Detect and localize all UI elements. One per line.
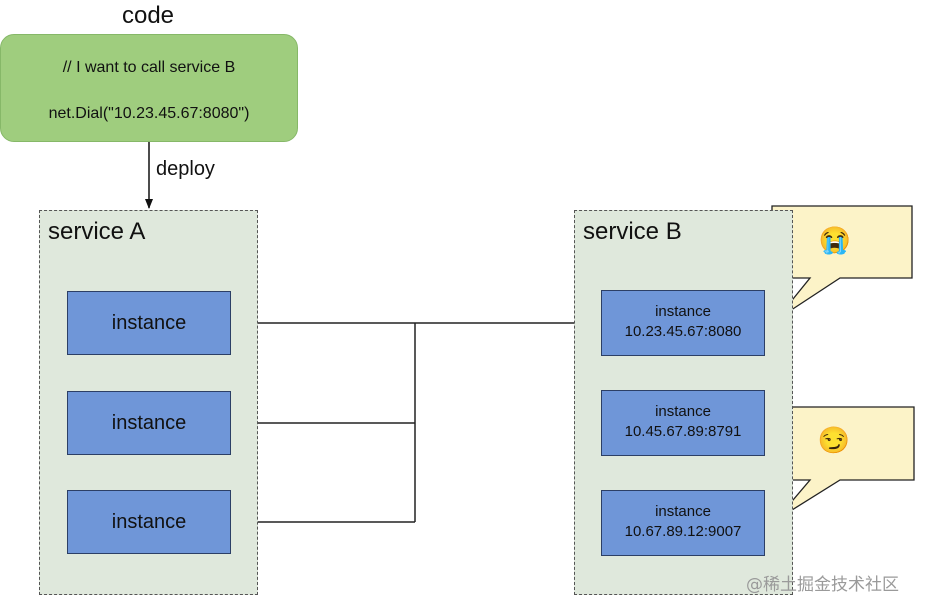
callout-bubble-1 xyxy=(771,205,913,321)
service-b-instance-3: instance 10.67.89.12:9007 xyxy=(601,490,765,556)
service-b-label: service B xyxy=(583,218,682,245)
service-b-instance-1: instance 10.23.45.67:8080 xyxy=(601,290,765,356)
code-box: // I want to call service B net.Dial("10… xyxy=(0,34,298,142)
instance-label: instance xyxy=(655,403,711,420)
instance-label: instance xyxy=(655,303,711,320)
code-comment-line: // I want to call service B xyxy=(62,59,236,76)
instance-address: 10.45.67.89:8791 xyxy=(624,423,742,440)
service-a-instance-2: instance xyxy=(67,391,231,455)
watermark: @稀土掘金技术社区 xyxy=(746,575,899,595)
service-b-instance-2: instance 10.45.67.89:8791 xyxy=(601,390,765,456)
crying-face-icon: 😭 xyxy=(818,225,852,255)
instance-address: 10.23.45.67:8080 xyxy=(624,323,742,340)
instance-label: instance xyxy=(655,503,711,520)
service-a-label: service A xyxy=(48,218,146,245)
instance-address: 10.67.89.12:9007 xyxy=(624,523,742,540)
code-title: code xyxy=(121,2,175,29)
smirking-face-icon: 😏 xyxy=(817,425,851,455)
service-a-instance-3: instance xyxy=(67,490,231,554)
service-a-instance-1: instance xyxy=(67,291,231,355)
deploy-label: deploy xyxy=(156,158,215,180)
code-dial-line: net.Dial("10.23.45.67:8080") xyxy=(48,105,250,122)
